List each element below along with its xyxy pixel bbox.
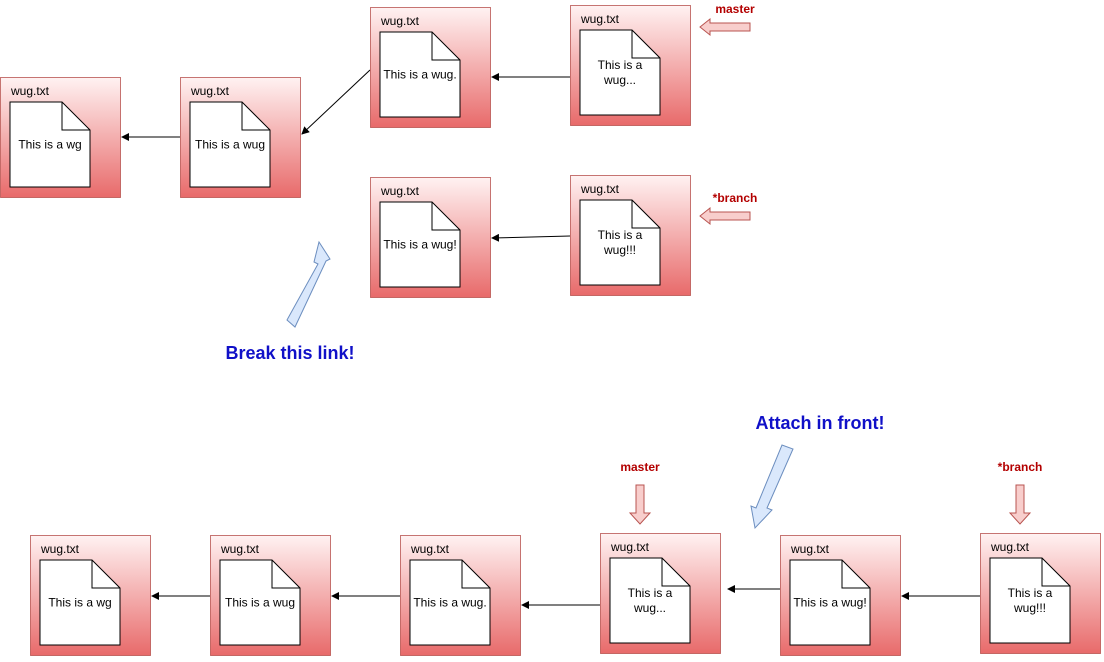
annotation-arrow-icon <box>286 240 331 328</box>
pointers-layer: master *branch master *branch <box>620 2 1043 525</box>
document-text: This is a wg <box>48 596 111 610</box>
document-icon <box>409 559 491 646</box>
pointer-top-master: master <box>699 2 755 37</box>
document-text: This is a wug. <box>413 596 486 610</box>
commit-filename: wug.txt <box>580 12 620 26</box>
commit-filename: wug.txt <box>40 542 80 556</box>
document-icon <box>789 559 871 646</box>
pointer-arrow-icon <box>699 17 751 37</box>
document-text: This is a wug. <box>383 68 456 82</box>
pointer-bottom-master: master <box>620 460 660 525</box>
document-icon <box>39 559 121 646</box>
commit-filename: wug.txt <box>990 540 1030 554</box>
document-icon <box>379 31 461 118</box>
pointer-label: *branch <box>713 191 758 205</box>
commit-filename: wug.txt <box>10 84 50 98</box>
document-icon <box>579 199 661 286</box>
pointer-arrow-icon <box>699 206 751 226</box>
link-arrow-t3-t2 <box>301 69 371 135</box>
notes-layer: Break this link! Attach in front! <box>225 240 885 530</box>
commit-filename: wug.txt <box>580 182 620 196</box>
links-layer <box>121 69 980 609</box>
pointer-arrow-icon <box>1008 484 1032 525</box>
pointer-label: master <box>620 460 660 474</box>
annotation-arrow-icon <box>750 444 794 530</box>
document-text: This is a <box>598 58 643 72</box>
pointer-label: master <box>715 2 755 16</box>
document-text: This is a <box>598 228 643 242</box>
commit-filename: wug.txt <box>380 14 420 28</box>
document-icon <box>989 557 1071 644</box>
document-text: This is a wug! <box>793 596 866 610</box>
pointer-bottom-branch: *branch <box>998 460 1043 525</box>
document-text: wug!!! <box>1013 601 1046 615</box>
annotation-attach-front: Attach in front! <box>750 413 885 530</box>
commit-filename: wug.txt <box>410 542 450 556</box>
document-icon <box>609 557 691 644</box>
pointer-top-branch: *branch <box>699 191 758 226</box>
annotation-break-link: Break this link! <box>225 240 355 363</box>
document-icon <box>9 101 91 188</box>
document-icon <box>579 29 661 116</box>
document-text: wug... <box>633 601 666 615</box>
document-text: wug!!! <box>603 243 636 257</box>
document-text: This is a <box>628 586 673 600</box>
document-icon <box>219 559 301 646</box>
commit-filename: wug.txt <box>220 542 260 556</box>
pointer-label: *branch <box>998 460 1043 474</box>
document-text: This is a wug! <box>383 238 456 252</box>
document-icon <box>189 101 271 188</box>
commit-filename: wug.txt <box>190 84 230 98</box>
annotation-text: Attach in front! <box>756 413 885 433</box>
commit-filename: wug.txt <box>790 542 830 556</box>
annotation-text: Break this link! <box>225 343 354 363</box>
document-text: wug... <box>603 73 636 87</box>
document-text: This is a wug <box>225 596 295 610</box>
link-arrow-t6-t5 <box>491 233 571 242</box>
pointer-arrow-icon <box>628 484 652 525</box>
commit-filename: wug.txt <box>610 540 650 554</box>
document-text: This is a <box>1008 586 1053 600</box>
document-text: This is a wug <box>195 138 265 152</box>
document-icon <box>379 201 461 288</box>
document-text: This is a wg <box>18 138 81 152</box>
commit-filename: wug.txt <box>380 184 420 198</box>
